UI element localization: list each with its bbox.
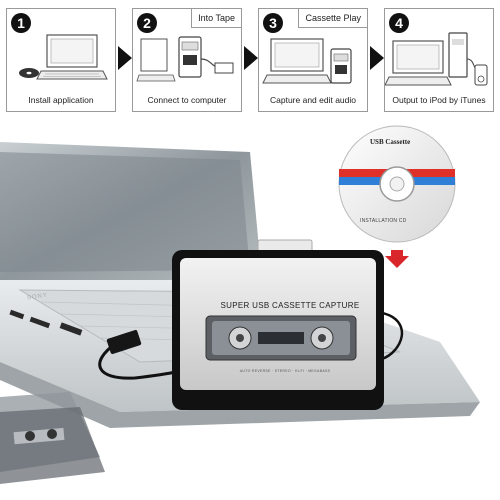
step-number-badge: 1 — [11, 13, 31, 33]
cd-subtext: INSTALLATION CD — [360, 218, 407, 224]
step-arrow-icon — [244, 46, 258, 70]
step-3-panel: 3 Cassette Play Capture and edit audio — [258, 8, 368, 112]
step-2-panel: 2 Into Tape Connect to computer — [132, 8, 242, 112]
step-arrow-icon — [118, 46, 132, 70]
step-caption: Output to iPod by iTunes — [392, 95, 486, 105]
step-number-badge: 3 — [263, 13, 283, 33]
install-illustration — [19, 34, 108, 80]
step-number-badge: 4 — [389, 13, 409, 33]
product-photo — [0, 125, 480, 484]
step-number-badge: 2 — [137, 13, 157, 33]
cassette-tapes — [0, 392, 105, 484]
installation-cd — [338, 125, 456, 243]
how-to-steps: 1 Install application 2 Into Tape Connec… — [6, 8, 494, 112]
step-caption: Capture and edit audio — [269, 95, 356, 105]
step-1-panel: 1 Install application — [6, 8, 116, 112]
step-caption: Connect to computer — [147, 95, 227, 105]
cd-label: USB Cassette — [370, 138, 411, 146]
connect-illustration — [136, 36, 234, 82]
step-tag: Into Tape — [191, 9, 241, 28]
step-arrow-icon — [370, 46, 384, 70]
step-4-panel: 4 Output to iPod by iTunes — [384, 8, 494, 112]
step-tag: Cassette Play — [298, 9, 367, 28]
usb-cassette-player — [172, 239, 384, 410]
output-illustration — [385, 32, 488, 86]
down-arrow-icon — [385, 250, 409, 268]
device-title: SUPER USB CASSETTE CAPTURE — [220, 301, 360, 310]
step-caption: Install application — [28, 95, 94, 105]
device-footer-text: AUTO REVERSE · STEREO · HI-FI · MEGABASS — [239, 369, 331, 373]
capture-illustration — [262, 38, 352, 84]
